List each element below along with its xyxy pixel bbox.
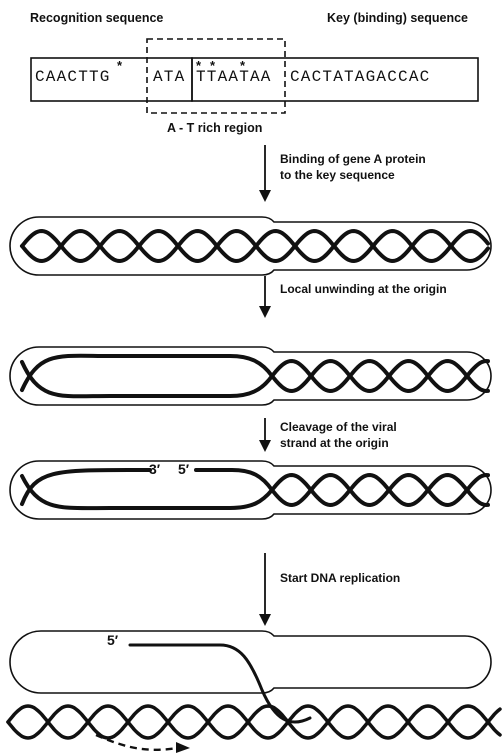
step-2-arrow-head bbox=[259, 306, 271, 318]
nascent-strand-arrowhead bbox=[176, 742, 190, 753]
step-1-line-1: Binding of gene A protein bbox=[280, 151, 426, 167]
asterisk-mark: * bbox=[117, 58, 122, 73]
step-1-caption: Binding of gene A protein to the key seq… bbox=[280, 151, 426, 183]
unwound-bubble-lower bbox=[22, 362, 272, 396]
sequence-overlap-part: ATA bbox=[153, 68, 185, 86]
step-4-line-1: Start DNA replication bbox=[280, 570, 400, 586]
cleaved-strand-five-prime bbox=[196, 470, 272, 490]
step-3-arrow-head bbox=[259, 440, 271, 452]
helix-4-strand-a bbox=[8, 706, 500, 738]
step-1-arrow-head bbox=[259, 190, 271, 202]
at-rich-label: A - T rich region bbox=[167, 121, 262, 135]
sequence-key-part: CACTATAGACCAC bbox=[290, 68, 430, 86]
step-3-line-1: Cleavage of the viral bbox=[280, 419, 397, 435]
nascent-five-prime-label: 5′ bbox=[107, 632, 118, 648]
sequence-recognition-part: CAACTTG bbox=[35, 68, 111, 86]
asterisk-mark: * bbox=[196, 58, 201, 73]
complementary-strand bbox=[22, 476, 272, 508]
recognition-sequence-label: Recognition sequence bbox=[30, 11, 163, 25]
complex-1-envelope bbox=[10, 217, 491, 275]
helix-4-strand-b bbox=[8, 706, 500, 738]
step-3-line-2: strand at the origin bbox=[280, 435, 397, 451]
step-2-caption: Local unwinding at the origin bbox=[280, 281, 447, 297]
key-sequence-label: Key (binding) sequence bbox=[327, 11, 468, 25]
asterisk-mark: * bbox=[210, 58, 215, 73]
asterisk-mark: * bbox=[240, 58, 245, 73]
step-3-caption: Cleavage of the viral strand at the orig… bbox=[280, 419, 397, 451]
step-1-line-2: to the key sequence bbox=[280, 167, 426, 183]
complex-4-envelope bbox=[10, 631, 491, 693]
sequence-at-rich-part: TTAATAA bbox=[196, 68, 272, 86]
unwound-bubble-upper bbox=[22, 356, 272, 390]
three-prime-end-label: 3′ bbox=[149, 461, 160, 477]
step-4-arrow-head bbox=[259, 614, 271, 626]
step-4-caption: Start DNA replication bbox=[280, 570, 400, 586]
step-2-line-1: Local unwinding at the origin bbox=[280, 281, 447, 297]
five-prime-end-label: 5′ bbox=[178, 461, 189, 477]
